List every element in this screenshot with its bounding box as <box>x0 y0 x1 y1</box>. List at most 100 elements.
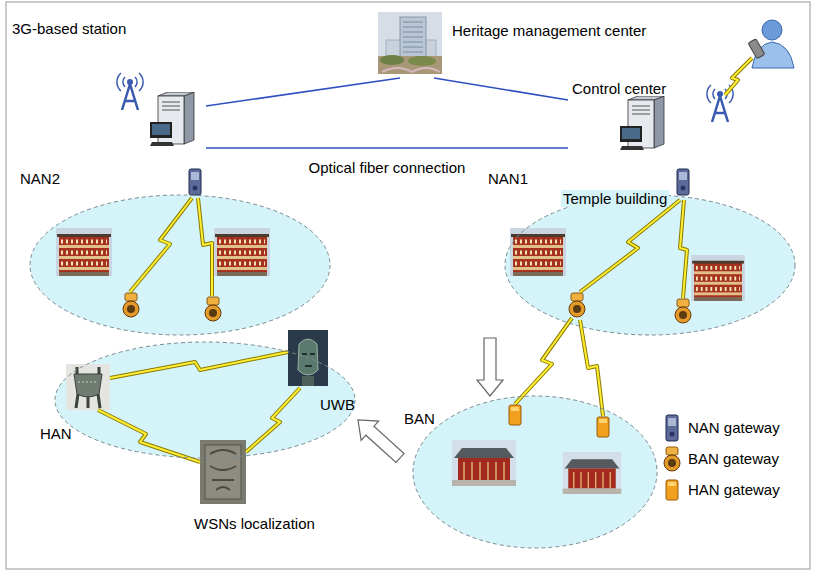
relief-photo <box>205 445 241 499</box>
building-photo <box>378 12 442 74</box>
server-icon <box>150 92 194 146</box>
user-icon <box>748 39 765 59</box>
wireless-link <box>680 200 687 298</box>
legend-item: BAN gateway <box>660 445 751 473</box>
node-label: NAN1 <box>488 170 528 187</box>
region-outline <box>486 168 798 338</box>
control-center: Control center <box>568 78 680 152</box>
link-label: UWB <box>318 396 357 413</box>
technique-label: WSNs localization <box>192 515 317 532</box>
building-label: Temple building <box>561 190 669 207</box>
building-label: Temple building <box>561 190 669 207</box>
legend-icon <box>664 447 680 471</box>
wireless-link <box>246 388 300 452</box>
building-photo <box>378 56 442 74</box>
han-gateway-icon <box>597 417 609 437</box>
user-icon <box>748 20 794 68</box>
management-center: Heritage management center <box>372 8 662 78</box>
building-photo <box>408 56 436 66</box>
legend-label: NAN gateway <box>688 419 780 436</box>
relief-photo <box>200 440 246 504</box>
node-label: Heritage management center <box>452 22 646 39</box>
block-arrow <box>358 420 404 462</box>
bronze-head-photo <box>288 330 328 386</box>
wireless-link <box>725 58 752 95</box>
link-label: Optical fiber connection <box>307 159 468 176</box>
server-icon <box>620 96 664 150</box>
user-icon <box>762 20 782 40</box>
node-label: Control center <box>572 80 666 97</box>
wireless-link <box>130 198 192 292</box>
node-label: HAN <box>40 425 72 442</box>
legend-icon <box>660 476 684 504</box>
wireless-link <box>110 352 288 378</box>
network-region: NAN2 <box>16 168 334 338</box>
frame <box>6 2 810 569</box>
region-outline <box>36 338 358 462</box>
bronze-head-photo <box>302 354 315 366</box>
link-line <box>206 147 568 149</box>
wireless-link <box>580 200 680 292</box>
link-line <box>434 78 568 100</box>
wireless-link <box>725 58 752 95</box>
bronze-vessel-photo <box>77 367 99 374</box>
relief-photo <box>200 440 246 504</box>
wireless-link <box>130 198 192 292</box>
wireless-link <box>680 200 687 298</box>
region-outline <box>505 195 795 335</box>
antenna-icon <box>117 73 143 110</box>
nan-gateway-icon <box>677 169 689 195</box>
bronze-vessel-photo <box>78 381 98 383</box>
han-gateway-icon <box>509 405 521 425</box>
ban-gateway-icon <box>123 293 139 317</box>
region-outline <box>413 396 657 548</box>
network-region: HAN <box>36 338 358 462</box>
hall-photo <box>563 452 621 494</box>
wireless-link <box>98 410 200 462</box>
ban-gateway-icon <box>569 293 585 317</box>
wireless-link <box>580 320 603 416</box>
base-station: 3G-based station <box>8 16 206 152</box>
region-outline <box>55 342 355 458</box>
region-fill <box>30 195 795 548</box>
bronze-head-photo <box>298 339 318 375</box>
legend-icon <box>666 480 678 500</box>
node-label: 3G-based station <box>12 20 126 37</box>
wireless-link <box>98 410 200 462</box>
region-outline <box>16 168 334 338</box>
wireless-link <box>98 58 752 462</box>
hall-photo <box>452 440 516 486</box>
legend-icon <box>660 445 684 473</box>
node-label: NAN2 <box>20 170 60 187</box>
wireless-link <box>198 198 212 296</box>
bronze-head-photo <box>288 330 328 386</box>
building-photo <box>382 68 440 72</box>
temple-photo <box>691 255 745 301</box>
wireless-link <box>198 198 212 296</box>
wireless-link <box>515 318 572 404</box>
legend-item: HAN gateway <box>660 476 752 504</box>
bronze-vessel-photo <box>66 364 110 410</box>
node-label: BAN <box>404 410 435 427</box>
region-outline <box>400 396 660 552</box>
ban-gateway-icon <box>675 299 691 323</box>
temple-photo <box>510 228 566 276</box>
network-region: NAN1 <box>486 168 798 338</box>
bronze-vessel-photo <box>66 364 110 410</box>
building-photo <box>380 55 404 65</box>
region-fill <box>413 396 657 548</box>
wireless-link <box>98 58 752 462</box>
region-outline <box>30 195 330 335</box>
wireless-link <box>515 318 572 404</box>
wireless-link <box>580 200 680 292</box>
legend-icon <box>660 414 684 442</box>
block-arrow <box>477 338 503 396</box>
link-label: UWB <box>318 396 357 413</box>
link-line <box>206 78 400 106</box>
technique-label: WSNs localization <box>192 515 317 532</box>
wireless-link <box>110 352 288 378</box>
wireless-link <box>98 58 752 462</box>
wireless-link <box>246 388 300 452</box>
